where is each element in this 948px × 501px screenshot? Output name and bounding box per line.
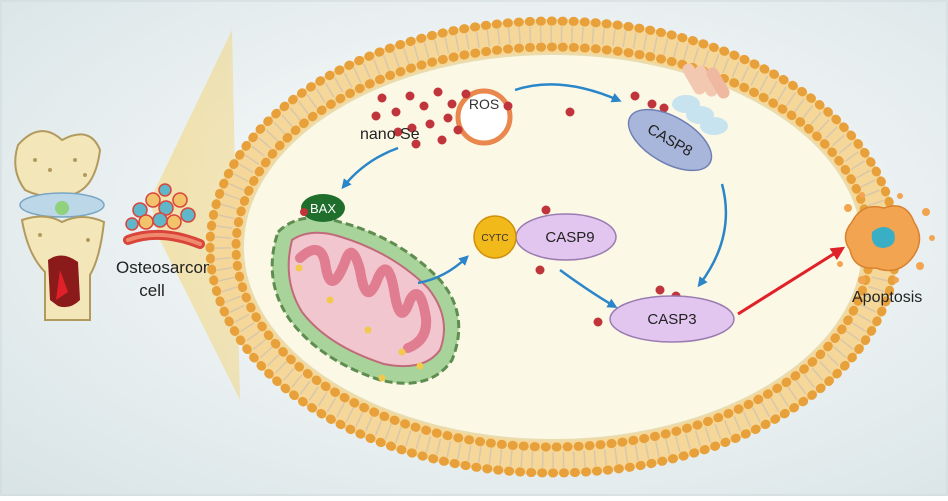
arrow-to-apoptosis <box>737 246 846 316</box>
cytc-label: CYTC <box>481 233 508 244</box>
nano-se-particle <box>593 317 603 327</box>
bax-label: BAX <box>310 201 336 216</box>
ros-label: ROS <box>469 96 499 112</box>
nano-se-particle <box>411 139 421 149</box>
nano-se-particle <box>659 103 669 113</box>
arrow-casp8-to-casp3 <box>697 183 728 288</box>
nano-se-particle <box>405 91 415 101</box>
cytc-casp9-complex: CASP9 CYTC <box>473 213 617 261</box>
casp8-receptor-complex: CASP8 <box>627 63 730 172</box>
osteosarcoma-label-line1: Osteosarcoma <box>116 258 227 277</box>
casp3-protein: CASP3 <box>609 295 735 343</box>
tumor-tissue-cluster <box>123 183 205 249</box>
arrow-ros-to-casp8 <box>514 83 622 103</box>
nano-se-particle <box>461 89 471 99</box>
nano-se-particle <box>541 205 551 215</box>
nano-se-particle <box>377 93 387 103</box>
bax-protein: BAX <box>300 194 345 222</box>
nano-se-particle <box>393 127 403 137</box>
casp3-label: CASP3 <box>647 311 696 328</box>
mitochondrion <box>270 216 461 385</box>
nano-se-particle <box>433 87 443 97</box>
nano-se-particles <box>367 87 681 327</box>
nano-se-particle <box>437 135 447 145</box>
nano-se-particle <box>371 111 381 121</box>
nano-se-particle <box>425 119 435 129</box>
ros-vesicle: ROS <box>455 88 513 146</box>
arrow-casp9-to-casp3 <box>559 268 618 309</box>
nano-se-particle <box>630 91 640 101</box>
arrow-ros-to-bax <box>341 146 399 190</box>
nano-se-particle <box>407 123 417 133</box>
nano-se-label: nano Se <box>360 126 420 143</box>
nano-se-particle <box>453 125 463 135</box>
nano-se-particle <box>655 285 665 295</box>
nano-se-particle <box>443 113 453 123</box>
nano-se-particle <box>447 99 457 109</box>
nano-se-particle <box>647 99 657 109</box>
nano-se-particle <box>503 101 513 111</box>
nano-se-particle <box>391 107 401 117</box>
casp9-label: CASP9 <box>545 229 594 246</box>
apoptotic-cell <box>837 192 935 284</box>
casp8-shape <box>627 108 713 172</box>
nano-se-particle <box>565 107 575 117</box>
cytc-shape <box>473 215 517 259</box>
knee-joint-illustration <box>14 130 106 321</box>
apoptosis-label: Apoptosis <box>852 289 922 306</box>
nano-se-particle <box>535 265 545 275</box>
osteosarcoma-label-line2: cell <box>139 281 165 300</box>
nano-se-particle <box>419 101 429 111</box>
arrow-mito-to-cytc <box>417 255 469 285</box>
